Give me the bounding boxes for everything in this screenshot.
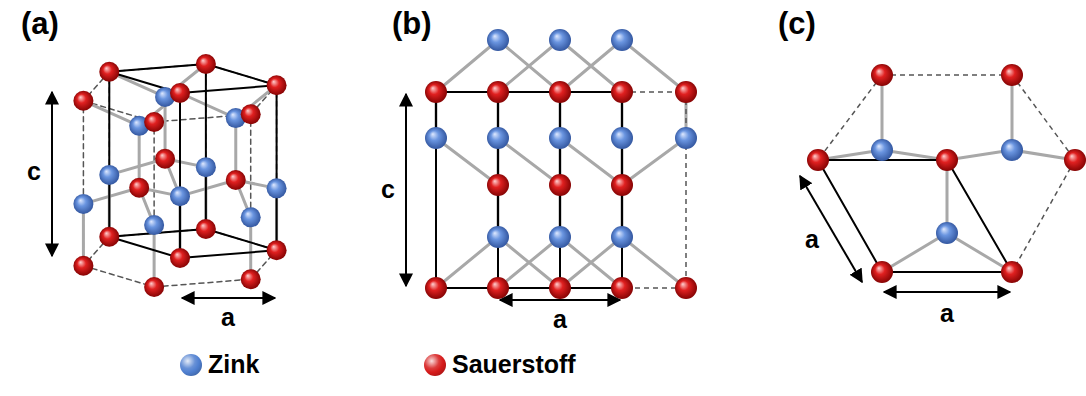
wurtzite-3d-view — [73, 54, 286, 297]
panel-label: (c) — [778, 7, 816, 41]
dimension-label: a — [221, 304, 235, 332]
a-dimension-arrow — [800, 176, 862, 282]
legend-swatch — [424, 354, 446, 376]
oxygen-atom — [241, 104, 261, 124]
oxygen-atom — [267, 240, 287, 260]
prism-edge — [250, 114, 252, 279]
panel-label: (a) — [21, 7, 59, 41]
oxygen-atom — [129, 178, 149, 198]
unit-cell-edge — [205, 64, 207, 229]
dimension-label: a — [553, 306, 567, 334]
unit-cell-edge — [179, 93, 181, 258]
legend-entry: Sauerstoff — [424, 350, 576, 379]
oxygen-atom — [170, 83, 190, 103]
zinc-atom — [170, 186, 190, 206]
oxygen-atom — [99, 62, 119, 82]
prism-edge — [83, 266, 154, 287]
oxygen-atom — [170, 248, 190, 268]
zinc-atom — [196, 157, 216, 177]
unit-cell-edge — [180, 85, 277, 93]
oxygen-atom — [226, 170, 246, 190]
prism-edge — [205, 64, 207, 229]
prism-edge — [109, 64, 206, 72]
oxygen-atom — [155, 149, 175, 169]
wurtzite-side-view — [406, 29, 697, 300]
oxygen-atom — [144, 277, 164, 297]
a-dimension-arrow — [500, 299, 620, 301]
dimension-label: a — [805, 226, 819, 254]
oxygen-atom — [73, 91, 93, 111]
zinc-atom — [241, 207, 261, 227]
dimension-label: c — [27, 158, 41, 186]
prism-edge — [153, 122, 155, 287]
prism-edge — [206, 64, 277, 85]
legend-swatch — [180, 354, 202, 376]
oxygen-atom — [241, 269, 261, 289]
dimension-label: c — [381, 176, 395, 204]
zinc-atom — [267, 178, 287, 198]
c-dimension-arrow — [51, 92, 53, 256]
unit-cell-edge — [108, 72, 110, 237]
legend-entry: Zink — [180, 350, 259, 379]
unit-cell-edge — [180, 250, 277, 258]
oxygen-atom — [196, 219, 216, 239]
oxygen-atom — [73, 256, 93, 276]
oxygen-atom — [99, 227, 119, 247]
unit-cell-edge — [206, 64, 277, 85]
legend-text: Zink — [208, 350, 259, 379]
prism-edge — [83, 101, 85, 266]
zinc-atom — [144, 215, 164, 235]
oxygen-atom — [267, 75, 287, 95]
panel-label: (b) — [392, 7, 432, 41]
dimension-label: a — [940, 300, 954, 328]
wurtzite-top-view — [800, 64, 1086, 292]
unit-cell-edge — [276, 85, 278, 250]
legend-text: Sauerstoff — [452, 350, 576, 379]
prism-edge — [276, 85, 278, 250]
c-dimension-arrow — [405, 94, 407, 286]
unit-cell-edge — [206, 229, 277, 250]
a-dimension-arrow — [182, 297, 275, 299]
zinc-atom — [99, 165, 119, 185]
prism-edge — [206, 229, 277, 250]
unit-cell-edge — [109, 237, 180, 258]
oxygen-atom — [196, 54, 216, 74]
prism-edge — [154, 279, 251, 287]
unit-cell-edge — [109, 64, 206, 72]
zinc-atom — [73, 194, 93, 214]
prism-edge — [109, 72, 111, 237]
a-dimension-arrow — [884, 291, 1010, 293]
oxygen-atom — [144, 112, 164, 132]
